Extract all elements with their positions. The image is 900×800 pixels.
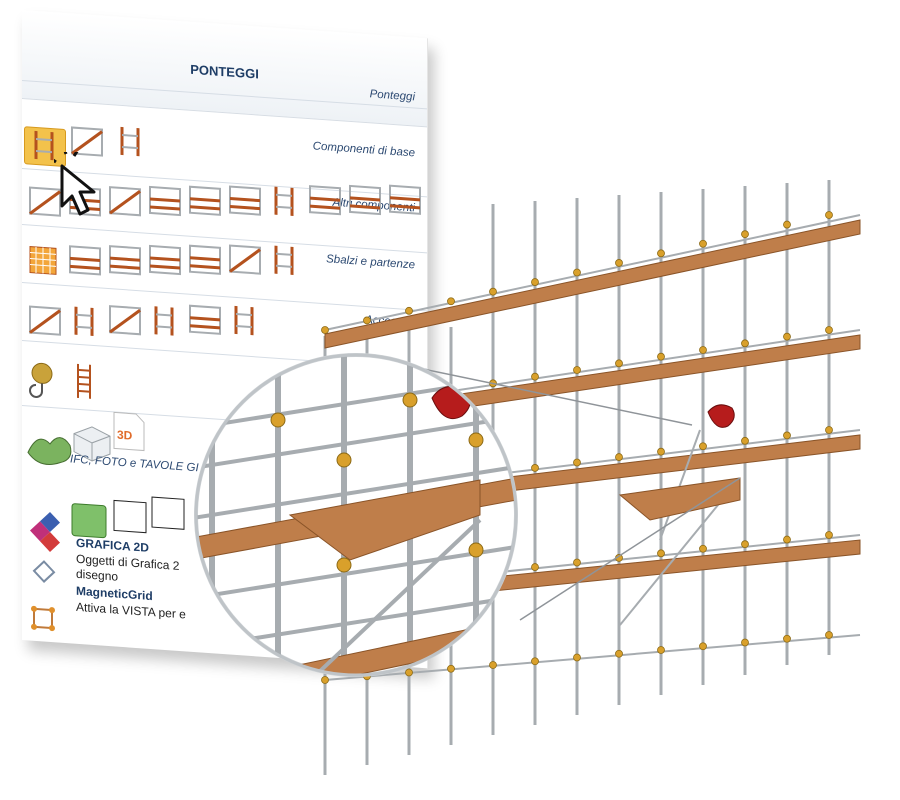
zoom-lens-rim <box>194 353 518 677</box>
scaffold-clamp <box>657 549 665 558</box>
ladder-icon[interactable] <box>77 363 91 399</box>
scaffold-brace <box>659 429 701 541</box>
scaffold-clamp <box>573 458 581 467</box>
detail-ledger <box>196 538 516 602</box>
detail-ledger <box>196 458 516 522</box>
scaffold-clamp <box>405 306 413 315</box>
scaffold-clamp <box>825 211 833 219</box>
detail-brace <box>298 518 482 675</box>
scaffold-clamp <box>699 642 707 651</box>
scaffold-clamp <box>783 535 791 544</box>
scaffold-clamp <box>489 661 497 669</box>
scaffold-plank <box>324 219 861 349</box>
floorplan-icon[interactable] <box>151 496 185 530</box>
scaffold-clamp <box>531 657 539 666</box>
detail-clamp <box>270 412 286 428</box>
scaffold-clamp <box>531 278 539 286</box>
ponteggi-panel: PONTEGGI Ponteggi Componenti di base Alt… <box>22 10 428 669</box>
scaffold-clamp <box>825 531 833 539</box>
scaffold-clamp <box>825 326 833 334</box>
scaffold-clamp <box>573 268 581 277</box>
detail-clamp <box>336 452 352 468</box>
scaffold-clamp <box>783 431 791 440</box>
zoom-line <box>519 477 741 621</box>
tool-icons: 3D <box>27 125 422 632</box>
scaffold-clamp <box>741 339 749 348</box>
scaffold-clamp <box>447 664 455 673</box>
badge-3d: 3D <box>117 428 133 443</box>
scaffold-clamp <box>741 638 749 647</box>
scaffold-clamp <box>699 442 707 451</box>
scaffold-clamp <box>657 447 665 456</box>
scaffold-clamp <box>531 372 539 381</box>
scaffold-ledger <box>324 634 861 681</box>
scaffold-clamp <box>657 249 665 258</box>
detail-clamp <box>204 602 220 618</box>
cantilever-plank <box>618 477 741 521</box>
scaffold-clamp <box>783 634 791 643</box>
scaffold-clamp <box>573 558 581 567</box>
scaffold-clamp <box>657 352 665 361</box>
3d-file-icon[interactable]: 3D <box>113 411 145 452</box>
detail-clamp <box>468 432 484 448</box>
detail-clamp <box>283 683 297 697</box>
scaffold-clamp <box>615 359 623 368</box>
scaffold-clamp <box>783 332 791 341</box>
floorplan-icon[interactable] <box>113 499 147 534</box>
detail-clamp <box>402 392 418 408</box>
magnet-icon[interactable] <box>32 560 56 583</box>
grafica-logo-icon[interactable] <box>30 511 60 553</box>
terrain-icon[interactable] <box>27 435 72 466</box>
scaffold-clamp <box>573 653 581 662</box>
scaffold-clamp <box>657 646 665 654</box>
scaffold-clamp <box>741 230 749 239</box>
scaffold-clamp <box>363 316 371 325</box>
scaffold-clamp <box>699 544 707 553</box>
vista-cube-icon[interactable] <box>31 605 55 632</box>
scaffold-clamp <box>531 464 539 472</box>
scaffold-ledger <box>324 214 861 331</box>
scaffold-clamp <box>321 676 329 684</box>
scaffold-clamp <box>489 287 497 296</box>
scaffold-clamp <box>615 453 623 461</box>
block-icon[interactable] <box>73 426 111 463</box>
scaffold-clamp <box>699 346 707 354</box>
scaffold-clamp <box>573 366 581 374</box>
scaffold-clamp <box>615 259 623 267</box>
scaffold-clamp <box>741 540 749 549</box>
scaffold-clamp <box>699 239 707 248</box>
scaffold-clamp <box>615 649 623 658</box>
arrow-cursor-icon <box>54 152 96 216</box>
scaffold-clamp <box>405 668 413 677</box>
scaffold-clamp <box>531 563 539 571</box>
hook-icon[interactable] <box>29 362 53 399</box>
scaffold-clamp <box>321 326 329 334</box>
hoist-icon <box>707 404 735 428</box>
scaffold-clamp <box>741 436 749 445</box>
scaffold-clamp <box>783 220 791 229</box>
detail-clamp <box>336 557 352 573</box>
grafica-2d-icon[interactable] <box>71 503 107 539</box>
detail-cantilever-plank <box>288 479 481 561</box>
scaffold-clamp <box>447 297 455 306</box>
detail-clamp <box>468 542 484 558</box>
scaffold-clamp <box>825 631 833 639</box>
scaffold-clamp <box>825 426 833 434</box>
